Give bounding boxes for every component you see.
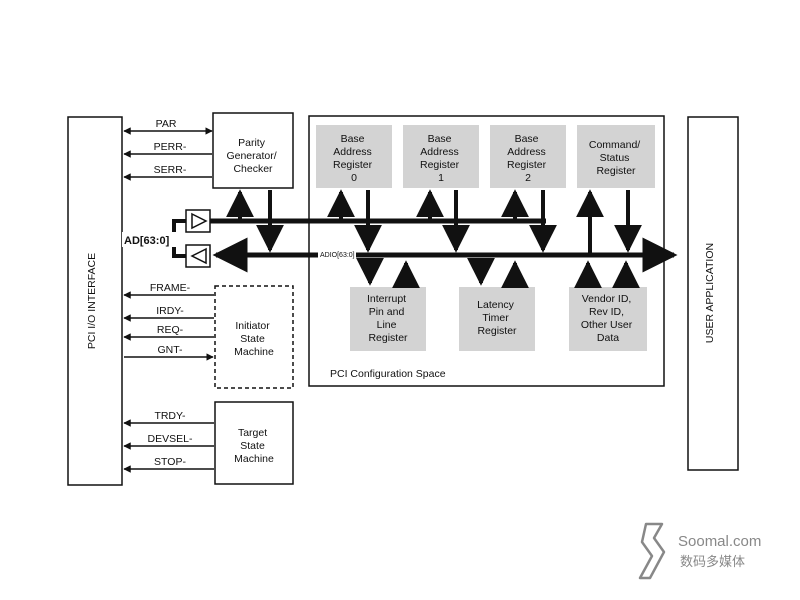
input-buffer-icon [190,247,207,265]
soomal-brand: Soomal.com [678,533,761,550]
initiator-line-2: State [240,333,265,345]
register-vendor-id: Vendor ID, Rev ID, Other User Data [569,287,647,351]
bar0-line-4: 0 [351,172,357,184]
target-line-3: Machine [234,453,274,465]
interrupt-line-2: Pin and [369,306,405,318]
soomal-logo-icon [638,522,666,580]
pci-configuration-space-label: PCI Configuration Space [330,368,446,380]
serr-label: SERR- [154,164,187,176]
register-latency-timer: Latency Timer Register [459,287,535,351]
perr-label: PERR- [154,141,187,153]
gnt-label: GNT- [157,344,183,356]
output-buffer-icon [191,212,208,230]
bar1-line-3: Register [420,159,460,171]
ad-bus-branch [172,219,186,258]
svg-text:Target State Machi: Target State Machine [234,427,274,465]
cmd-line-2: Status [600,152,630,164]
parity-signals: PAR PERR- SERR- [123,118,213,181]
register-base-address-2: Base Address Register 2 [490,125,566,188]
target-line-1: Target [238,427,267,439]
user-application-label: USER APPLICATION [704,243,716,343]
interrupt-line-4: Register [368,332,408,344]
bus-arrows [226,189,642,289]
ad-bus-label: AD[63:0] [124,235,170,247]
svg-text:Initiator State Ma: Initiator State Machine [234,320,274,358]
bar2-line-2: Address [507,146,546,158]
register-interrupt-pin-line: Interrupt Pin and Line Register [350,287,426,351]
interrupt-line-1: Interrupt [367,293,406,305]
soomal-watermark: Soomal.com 数码多媒体 [638,522,761,580]
req-label: REQ- [157,324,184,336]
svg-text:Vendor ID, Rev ID,: Vendor ID, Rev ID, Other User Data [581,293,635,344]
stop-label: STOP- [154,456,186,468]
soomal-tagline: 数码多媒体 [680,554,745,570]
devsel-label: DEVSEL- [148,433,193,445]
user-application-panel: USER APPLICATION [687,116,739,471]
adio-bus-label: ADIO[63:0] [320,252,355,259]
bar0-line-3: Register [333,159,373,171]
latency-line-3: Register [477,325,517,337]
irdy-label: IRDY- [156,305,184,317]
latency-line-2: Timer [482,312,509,324]
parity-line-3: Checker [233,163,273,175]
bar0-line-1: Base [341,133,365,145]
pci-io-interface-label: PCI I/O INTERFACE [86,253,98,349]
vendor-line-3: Other User [581,319,633,331]
par-label: PAR [156,118,177,130]
svg-text:Base Address Regis: Base Address Register 0 [333,133,375,184]
bar2-line-3: Register [507,159,547,171]
bar2-line-4: 2 [525,172,531,184]
initiator-state-machine-block: Initiator State Machine [214,285,294,389]
bar1-line-4: 1 [438,172,444,184]
svg-text:Parity Generator/: Parity Generator/ Checker [226,137,279,175]
interrupt-line-3: Line [377,319,397,331]
cmd-line-1: Command/ [589,139,640,151]
parity-line-1: Parity [238,137,266,149]
register-base-address-1: Base Address Register 1 [403,125,479,188]
target-signals: TRDY- DEVSEL- STOP- [123,410,214,473]
ad-bus: AD[63:0] ADIO[63:0] [122,209,678,273]
svg-text:Command/ Status Re: Command/ Status Register [589,139,643,177]
register-base-address-0: Base Address Register 0 [316,125,392,188]
bar0-line-2: Address [333,146,372,158]
target-line-2: State [240,440,265,452]
frame-label: FRAME- [150,282,191,294]
bar2-line-1: Base [515,133,539,145]
latency-line-1: Latency [477,299,515,311]
vendor-line-4: Data [597,332,619,344]
vendor-line-2: Rev ID, [589,306,624,318]
vendor-line-1: Vendor ID, [582,293,632,305]
parity-line-2: Generator/ [226,150,276,162]
initiator-line-1: Initiator [235,320,270,332]
pci-io-interface-panel: PCI I/O INTERFACE [67,116,123,486]
svg-text:Base Address Regis: Base Address Register 2 [507,133,549,184]
svg-text:Base Address Regis: Base Address Register 1 [420,133,462,184]
svg-text:Interrupt Pin and: Interrupt Pin and Line Register [367,293,409,344]
parity-generator-checker-block: Parity Generator/ Checker [212,112,294,189]
register-command-status: Command/ Status Register [577,125,655,188]
cmd-line-3: Register [596,165,636,177]
initiator-signals: FRAME- IRDY- REQ- GNT- [123,282,214,361]
svg-text:Latency Timer Regi: Latency Timer Register [477,299,517,337]
bar1-line-1: Base [428,133,452,145]
bar1-line-2: Address [420,146,459,158]
initiator-line-3: Machine [234,346,274,358]
trdy-label: TRDY- [154,410,186,422]
target-state-machine-block: Target State Machine [214,401,294,485]
